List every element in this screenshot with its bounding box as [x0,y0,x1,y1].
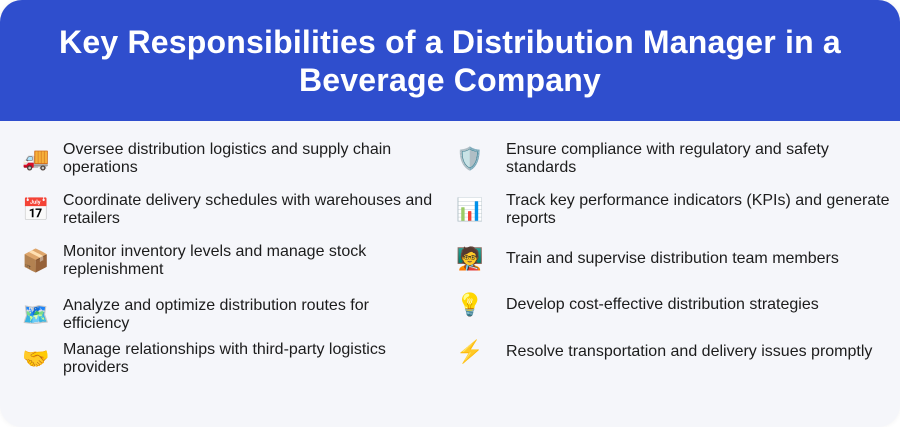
list-item: 📅 Coordinate delivery schedules with war… [22,192,433,228]
list-item: 📊 Track key performance indicators (KPIs… [456,192,896,228]
teacher-icon: 🧑‍🏫 [456,246,484,271]
light-bulb-icon: 💡 [456,292,484,317]
package-icon: 📦 [22,248,50,273]
lightning-icon: ⚡ [456,339,484,364]
handshake-icon: 🤝 [22,346,50,371]
list-item-text: Track key performance indicators (KPIs) … [506,192,890,227]
list-item-text: Train and supervise distribution team me… [506,250,839,267]
list-item-text: Coordinate delivery schedules with wareh… [63,192,433,227]
list-item-text: Oversee distribution logistics and suppl… [63,141,392,176]
list-item: 🤝 Manage relationships with third-party … [22,341,433,377]
list-item: 🗺️ Analyze and optimize distribution rou… [22,297,433,333]
list-item: 📦 Monitor inventory levels and manage st… [22,243,433,279]
list-item-text: Manage relationships with third-party lo… [63,341,386,376]
list-item-text: Develop cost-effective distribution stra… [506,296,819,313]
header-banner: Key Responsibilities of a Distribution M… [0,0,900,121]
list-item: ⚡ Resolve transportation and delivery is… [456,338,896,366]
world-map-icon: 🗺️ [22,302,50,327]
list-item-text: Resolve transportation and delivery issu… [506,343,873,360]
list-item: 🧑‍🏫 Train and supervise distribution tea… [456,245,896,273]
calendar-icon: 📅 [22,197,50,222]
shield-icon: 🛡️ [456,146,484,171]
bar-chart-icon: 📊 [456,197,484,222]
page-title: Key Responsibilities of a Distribution M… [59,23,841,98]
list-item: 🛡️ Ensure compliance with regulatory and… [456,141,896,177]
delivery-truck-icon: 🚚 [22,146,50,171]
list-item-text: Ensure compliance with regulatory and sa… [506,141,829,176]
list-item-text: Monitor inventory levels and manage stoc… [63,243,367,278]
list-item: 💡 Develop cost-effective distribution st… [456,291,896,319]
list-item-text: Analyze and optimize distribution routes… [63,297,369,332]
list-item: 🚚 Oversee distribution logistics and sup… [22,141,433,177]
